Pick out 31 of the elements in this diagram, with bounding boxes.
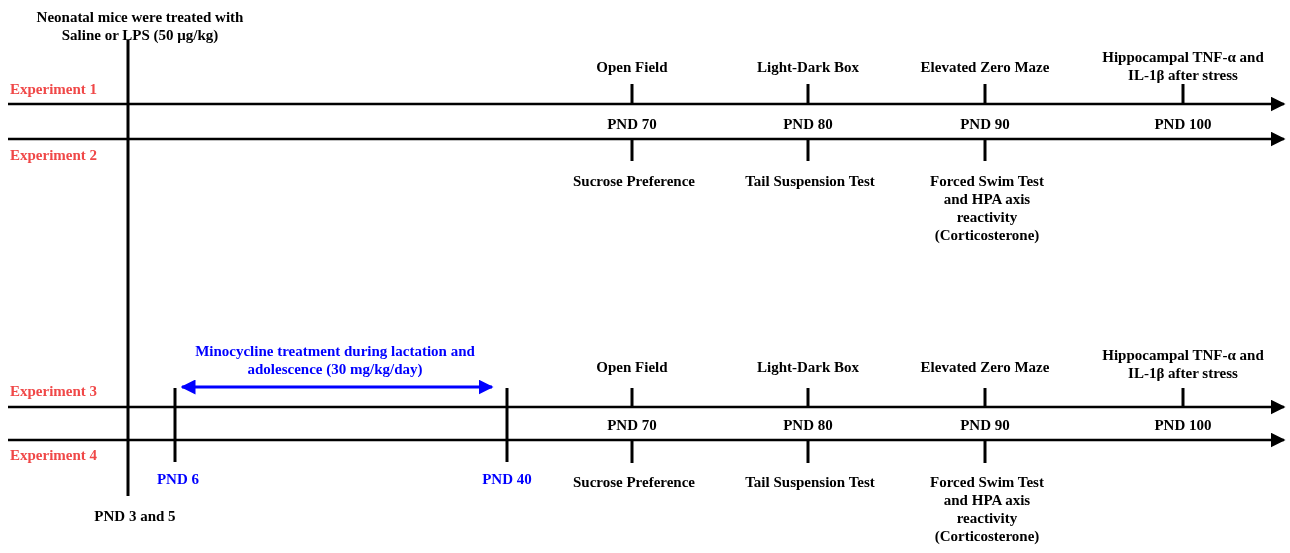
- test-label: Open Field: [595, 58, 669, 76]
- day-label: PND 80: [782, 416, 834, 434]
- test-label: Sucrose Preference: [571, 473, 696, 491]
- experiment-label: Experiment 4: [10, 446, 99, 464]
- experiment-label: Experiment 3: [10, 382, 99, 400]
- day-label: PND 3 and 5: [93, 507, 177, 525]
- treatment-note: Neonatal mice were treated with Saline or LPS (50 μg/kg): [35, 8, 245, 44]
- test-label: Forced Swim Test and HPA axis reactivity (Corticosterone): [929, 172, 1045, 244]
- test-label: Elevated Zero Maze: [919, 358, 1051, 376]
- experiment-label: Experiment 1: [10, 80, 99, 98]
- day-label: PND 40: [481, 470, 533, 488]
- test-label: Light-Dark Box: [755, 58, 861, 76]
- test-label: Forced Swim Test and HPA axis reactivity (Corticosterone): [929, 473, 1045, 545]
- day-label: PND 100: [1153, 416, 1213, 434]
- day-label: PND 6: [155, 470, 201, 488]
- day-label: PND 90: [959, 115, 1011, 133]
- treatment-label: Minocycline treatment during lactation and adolescence (30 mg/kg/day): [194, 342, 476, 378]
- day-label: PND 100: [1153, 115, 1213, 133]
- test-label: Tail Suspension Test: [744, 473, 876, 491]
- test-label: Elevated Zero Maze: [919, 58, 1051, 76]
- day-label: PND 70: [606, 115, 658, 133]
- day-label: PND 70: [606, 416, 658, 434]
- day-label: PND 90: [959, 416, 1011, 434]
- test-label: Hippocampal TNF-α and IL-1β after stress: [1101, 48, 1265, 84]
- experiment-label: Experiment 2: [10, 146, 99, 164]
- test-label: Sucrose Preference: [571, 172, 696, 190]
- test-label: Tail Suspension Test: [744, 172, 876, 190]
- day-label: PND 80: [782, 115, 834, 133]
- test-label: Open Field: [595, 358, 669, 376]
- test-label: Hippocampal TNF-α and IL-1β after stress: [1101, 346, 1265, 382]
- test-label: Light-Dark Box: [755, 358, 861, 376]
